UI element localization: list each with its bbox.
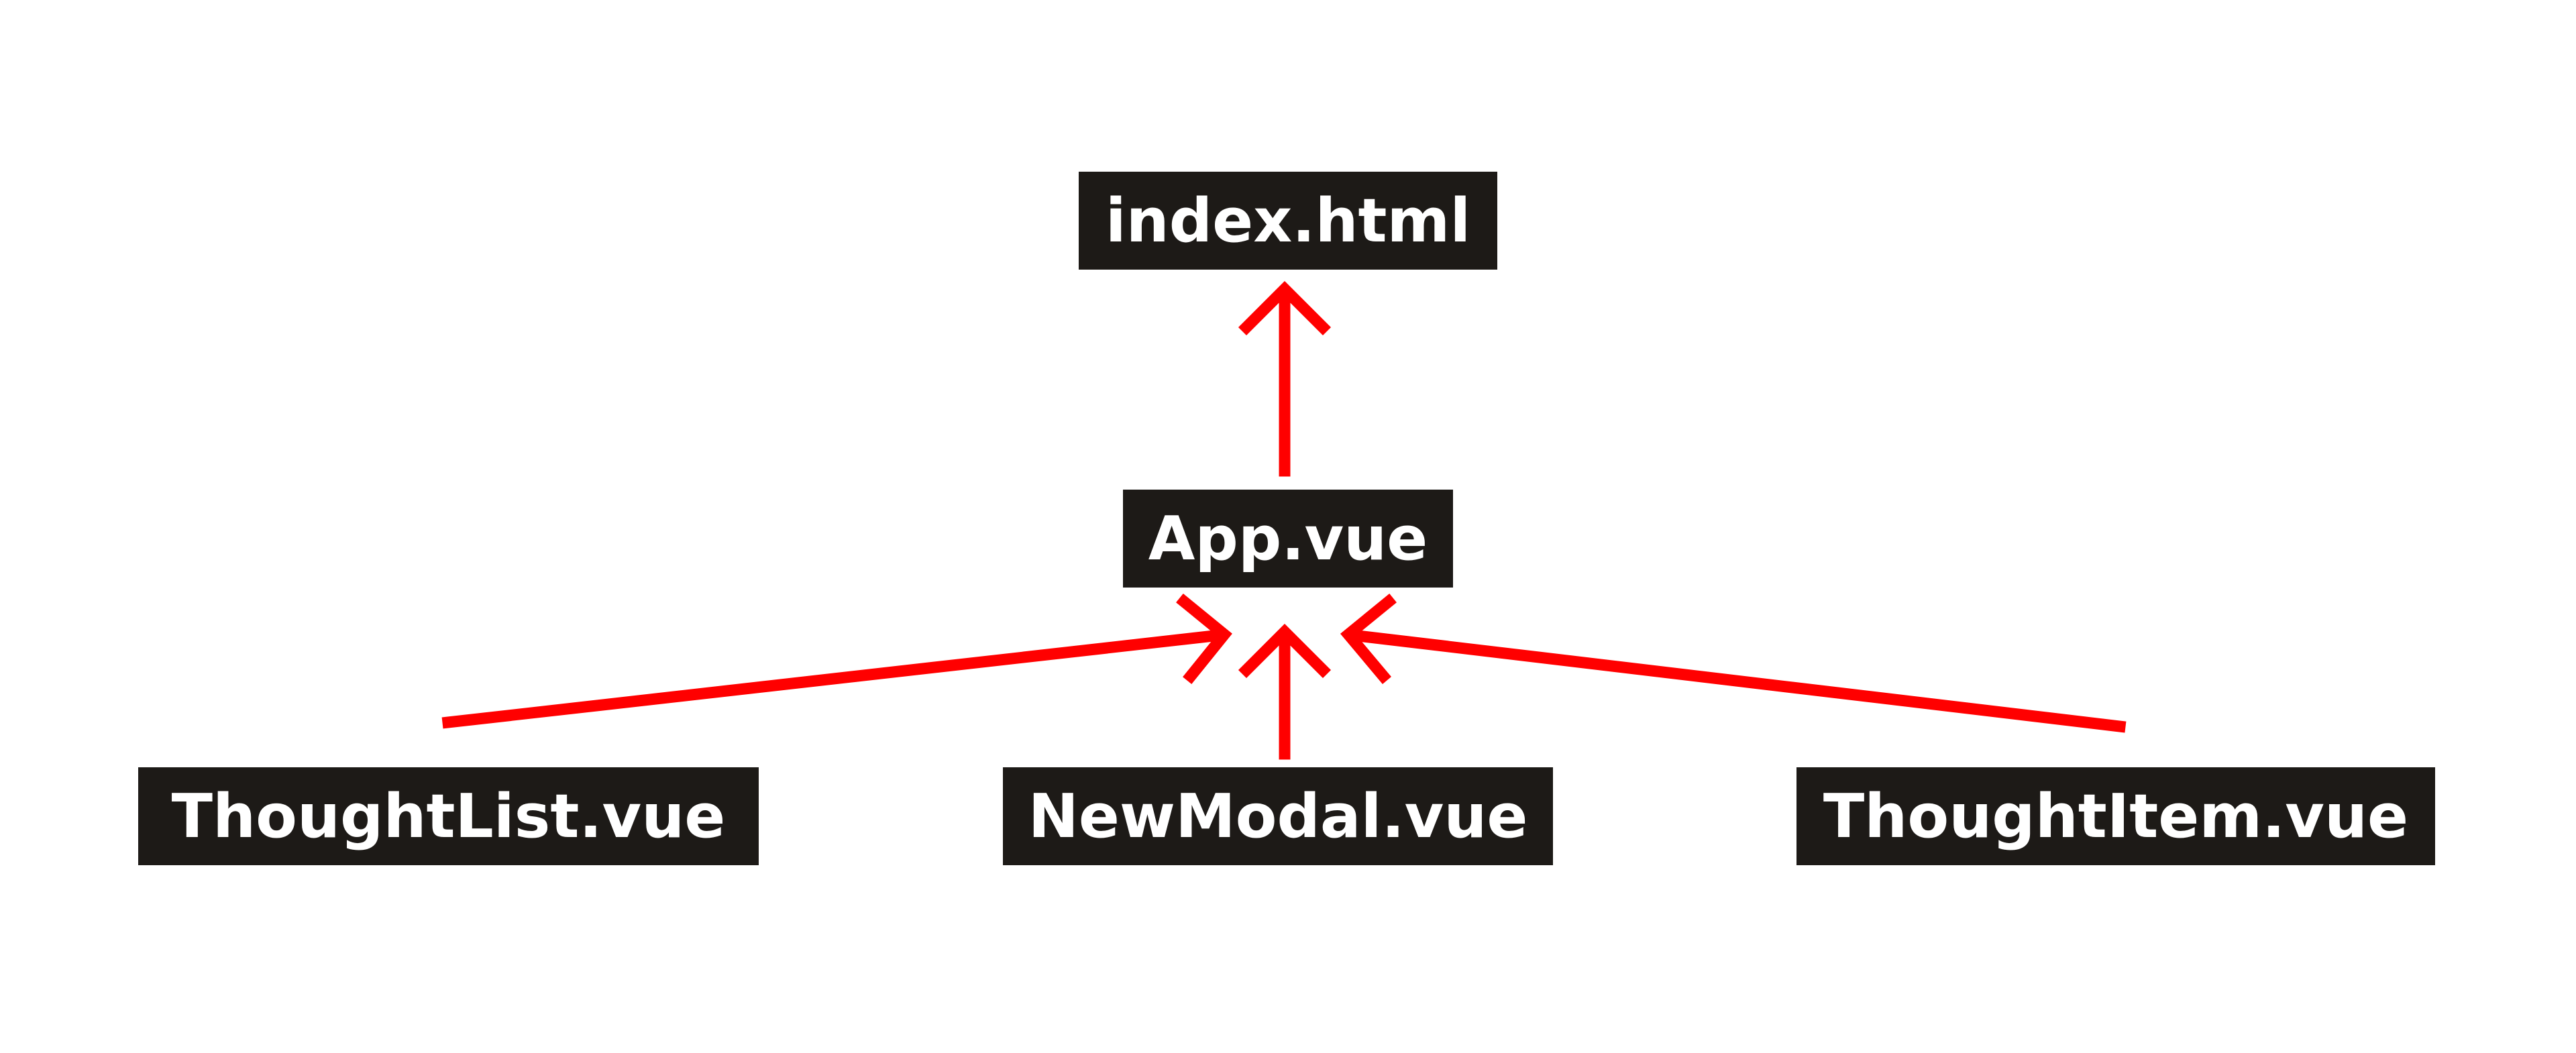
arrow-thoughtitem-to-app [1340,594,2127,733]
arrow-newmodal-to-app-head [1238,623,1332,679]
arrow-thoughtlist-to-app-shaft [441,628,1226,729]
arrow-thoughtitem-to-app-head [1340,594,1397,684]
node-index-html: index.html [1079,172,1497,270]
arrow-thoughtlist-to-app [441,594,1232,729]
arrow-app-to-index [1238,280,1332,477]
arrow-thoughtitem-to-app-shaft [1346,628,2127,733]
arrow-newmodal-to-app [1238,623,1332,760]
node-thoughtitem-vue: ThoughtItem.vue [1796,767,2435,865]
node-thoughtlist-vue: ThoughtList.vue [138,767,759,865]
node-newmodal-vue: NewModal.vue [1003,767,1553,865]
arrow-app-to-index-head [1238,280,1332,336]
arrow-thoughtlist-to-app-head [1176,594,1232,684]
node-app-vue: App.vue [1123,490,1453,588]
